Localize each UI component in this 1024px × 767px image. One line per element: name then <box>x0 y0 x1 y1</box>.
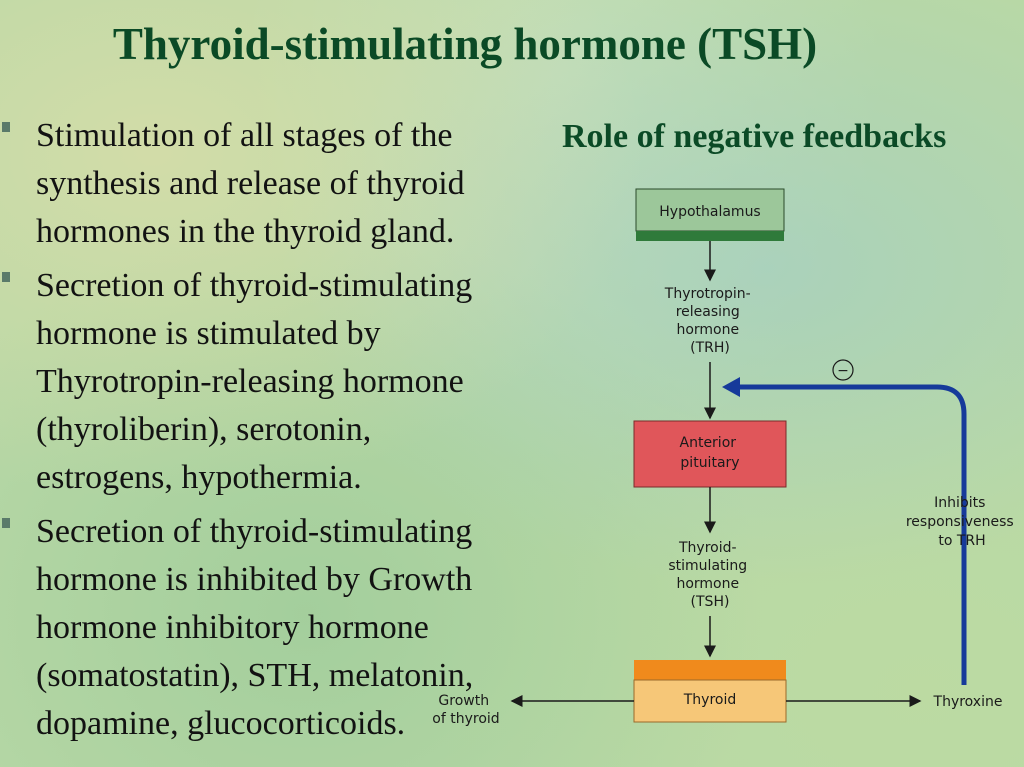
tsh-label: Thyroid- stimulating hormone (TSH) <box>668 540 751 610</box>
anterior-pituitary-label: Anterior pituitary <box>680 435 741 471</box>
bullet-list: Stimulation of all stages of the synthes… <box>0 112 560 754</box>
svg-text:−: − <box>837 363 849 379</box>
negative-feedback-arrowhead <box>722 377 740 397</box>
bullet-square-icon <box>2 518 10 528</box>
thyroxine-label: Thyroxine <box>933 694 1003 710</box>
bullet-item: Secretion of thyroid-stimulating hormone… <box>0 508 560 748</box>
negative-feedback-arrow <box>736 384 967 685</box>
minus-circle-icon: − <box>832 359 854 381</box>
bullet-text: Stimulation of all stages of the synthes… <box>36 117 465 250</box>
bullet-item: Stimulation of all stages of the synthes… <box>0 112 560 256</box>
bullet-square-icon <box>2 272 10 282</box>
bullet-square-icon <box>2 122 10 132</box>
thyroid-label: Thyroid <box>683 692 737 708</box>
hypothalamus-label: Hypothalamus <box>659 204 760 220</box>
bullet-text: Secretion of thyroid-stimulating hormone… <box>36 513 474 742</box>
growth-of-thyroid-label: Growth of thyroid <box>432 693 499 727</box>
bullet-text: Secretion of thyroid-stimulating hormone… <box>36 267 473 496</box>
anterior-pituitary-box: Anterior pituitary <box>633 420 787 488</box>
inhibits-label: Inhibits responsiveness to TRH <box>906 495 1018 549</box>
thyroid-box: Thyroid <box>633 660 787 723</box>
trh-label: Thyrotropin- releasing hormone (TRH) <box>664 286 755 356</box>
slide-title: Thyroid-stimulating hormone (TSH) <box>112 19 818 69</box>
diagram-heading: Role of negative feedbacks <box>562 118 947 155</box>
bullet-item: Secretion of thyroid-stimulating hormone… <box>0 262 560 502</box>
hypothalamus-box: Hypothalamus <box>635 188 785 241</box>
